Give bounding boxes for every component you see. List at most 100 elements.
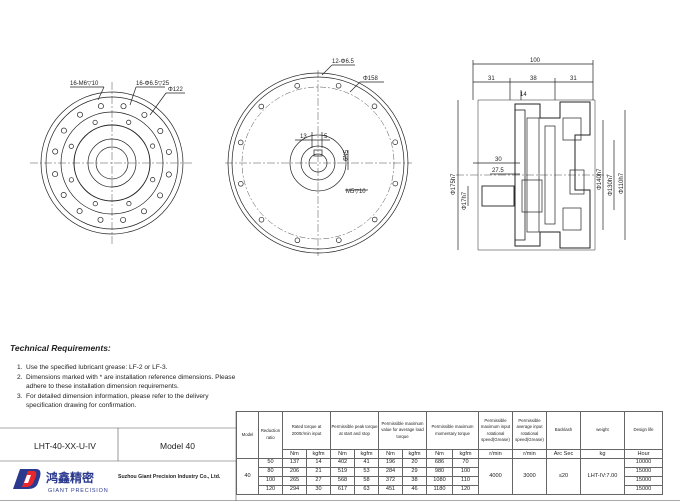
bolt-hole-icon [120, 103, 127, 110]
table-cell: 29 [402, 466, 427, 477]
logo-mark-icon [13, 469, 41, 489]
middle-view [225, 64, 412, 256]
right-dim-30: 30 [495, 157, 502, 163]
bolt-hole-icon [335, 82, 342, 89]
bolt-hole-icon [157, 128, 164, 134]
avg-speed-value: 3000 [512, 457, 547, 495]
bolt-hole-icon [126, 201, 132, 207]
bolt-hole-icon [294, 83, 300, 89]
unit-cell: Nm [282, 449, 307, 459]
tech-item-num: 3. [17, 392, 23, 400]
bolt-hole-icon [238, 181, 244, 187]
left-dia-label: Φ122 [168, 87, 183, 93]
bolt-hole-icon [60, 127, 67, 134]
header-peak-torque: Permissible peak torque at start and sto… [330, 411, 379, 450]
table-cell: 70 [452, 457, 479, 468]
table-cell: 53 [354, 466, 379, 477]
tech-item-text: Use the specified lubricant grease: LF-2… [26, 364, 168, 371]
table-unit-row: Nm kgfm Nm kgfm Nm kgfm Nm kgfm r/min r/… [237, 449, 663, 459]
bolt-hole-icon [92, 119, 98, 125]
table-cell: 686 [426, 457, 453, 468]
mid-callout-holes: 12-Φ6.5 [332, 59, 354, 65]
table-cell: 14 [306, 457, 331, 468]
right-dim-31a: 31 [488, 76, 495, 82]
table-cell: 100 [452, 466, 479, 477]
table-cell: 58 [354, 475, 379, 486]
header-avg-torque: Permissible maximum value for average lo… [378, 411, 427, 450]
table-cell: 30 [306, 484, 331, 495]
header-ratio: Reduction ratio [258, 411, 283, 459]
table-cell: 15000 [624, 475, 663, 486]
bolt-hole-icon [97, 216, 104, 223]
table-cell: 120 [258, 484, 283, 495]
left-callout-right: 16-Φ6.5▽25 [136, 81, 170, 87]
unit-cell: Hour [624, 449, 663, 459]
bolt-hole-icon [392, 139, 398, 145]
table-cell: 15000 [624, 466, 663, 477]
table-cell: 402 [330, 457, 355, 468]
header-momentary-torque: Permissible maximum momentary torque [426, 411, 479, 450]
right-section-view [456, 60, 626, 251]
table-cell: 294 [282, 484, 307, 495]
bolt-hole-icon [392, 180, 399, 187]
right-dia-130: Φ130h7 [608, 174, 614, 196]
model-code: LHT-40-XX-U-IV [34, 441, 96, 451]
tech-item-text: For detailed dimension information, plea… [26, 392, 209, 410]
right-dia-110: Φ110h7 [619, 172, 625, 194]
table-cell: 196 [378, 457, 403, 468]
unit-cell: kgfm [452, 449, 479, 459]
max-speed-value: 4000 [478, 457, 513, 495]
bolt-hole-icon [120, 216, 127, 223]
right-dim-27-5: 27.5 [492, 168, 504, 174]
bolt-hole-icon [126, 119, 132, 125]
table-cell: 63 [354, 484, 379, 495]
table-cell: 372 [378, 475, 403, 486]
bolt-hole-icon [52, 171, 59, 178]
header-life: Design life [624, 411, 663, 450]
table-row: 40 50 137 14 402 41 196 20 686 70 4000 3… [236, 457, 663, 495]
tech-item: 1.Use the specified lubricant grease: LF… [17, 363, 237, 373]
spec-table: Model Reduction ratio Rated torque at 20… [236, 411, 663, 495]
unit-cell: kg [580, 449, 625, 459]
bolt-hole-icon [258, 216, 265, 223]
backlash-value: ≤20 [546, 457, 581, 495]
bolt-hole-icon [92, 201, 98, 207]
table-cell: 41 [354, 457, 379, 468]
header-weight: weight [580, 411, 625, 450]
technical-drawing: 16-M6▽10 16-Φ6.5▽25 Φ122 12-Φ6.5 Φ158 13… [30, 58, 626, 256]
right-dim-31b: 31 [570, 76, 577, 82]
table-cell: 50 [258, 457, 283, 468]
unit-cell: Nm [426, 449, 453, 459]
table-cell: 110 [452, 475, 479, 486]
table-header-row: Model Reduction ratio Rated torque at 20… [236, 411, 663, 459]
logo-en-text: GIANT PRECISION [48, 488, 109, 494]
tech-requirements-title: Technical Requirements: [10, 343, 111, 353]
company-logo: 鸿鑫精密 GIANT PRECISION [13, 469, 109, 494]
tech-item-text: Dimensions marked with * are installatio… [26, 373, 236, 391]
bolt-hole-icon [371, 216, 378, 223]
bolt-hole-icon [68, 177, 74, 183]
table-cell: 20 [402, 457, 427, 468]
tech-item-num: 1. [17, 364, 23, 371]
bolt-hole-icon [68, 143, 74, 149]
table-cell: 617 [330, 484, 355, 495]
header-model: Model [236, 411, 259, 459]
table-cell: 980 [426, 466, 453, 477]
tech-item: 3.For detailed dimension information, pl… [17, 392, 237, 411]
header-rated-torque: Rated torque at 2000r/min input [282, 411, 331, 450]
unit-cell: Nm [330, 449, 355, 459]
unit-cell: r/min [512, 449, 547, 459]
bolt-hole-icon [258, 103, 265, 110]
bolt-hole-icon [141, 111, 148, 118]
mid-key-depth: 5N9 [341, 150, 347, 162]
tech-item-num: 2. [17, 373, 23, 381]
mid-dim-5: 5 [324, 134, 328, 140]
table-cell: 120 [452, 484, 479, 495]
tech-requirements-list: 1.Use the specified lubricant grease: LF… [17, 363, 237, 411]
bolt-hole-icon [294, 237, 301, 244]
mid-thread: M5▽10 [346, 189, 366, 195]
table-cell: 568 [330, 475, 355, 486]
bolt-hole-icon [141, 208, 147, 215]
unit-cell: Nm [378, 449, 403, 459]
table-cell: 21 [306, 466, 331, 477]
